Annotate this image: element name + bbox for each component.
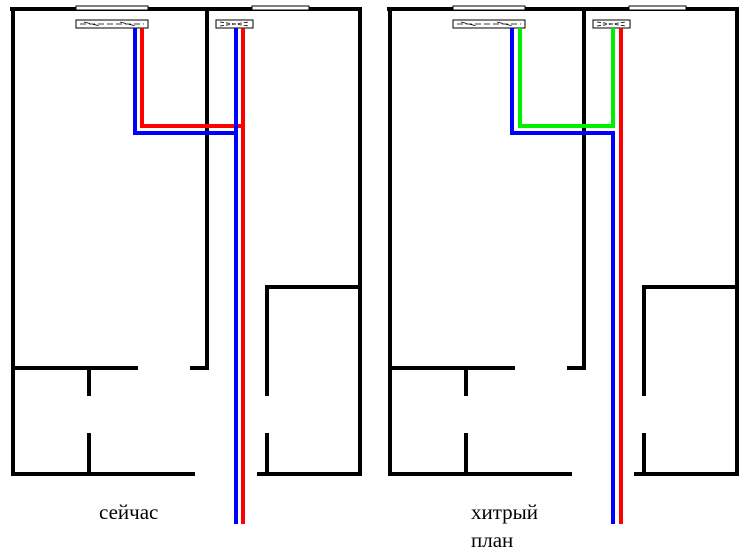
window <box>75 5 149 11</box>
caption-clever-plan: хитрый план <box>471 498 538 554</box>
pipe-green <box>518 28 615 128</box>
pipe-red <box>140 28 245 524</box>
plan-clever-plan <box>387 5 739 524</box>
ac-indoor-unit-large <box>452 19 526 29</box>
ac-indoor-unit-large <box>75 19 149 29</box>
pipe-blue <box>133 28 238 524</box>
plan-current <box>10 5 362 524</box>
caption-line: хитрый <box>471 500 539 524</box>
ac-indoor-unit-small <box>592 19 631 29</box>
ac-indoor-unit-small <box>215 19 254 29</box>
window <box>628 5 687 11</box>
caption-line: план <box>471 528 514 552</box>
caption-current: сейчас <box>99 498 158 526</box>
caption-line: сейчас <box>99 500 159 524</box>
window <box>452 5 526 11</box>
pipe-blue <box>510 28 615 524</box>
window <box>251 5 310 11</box>
